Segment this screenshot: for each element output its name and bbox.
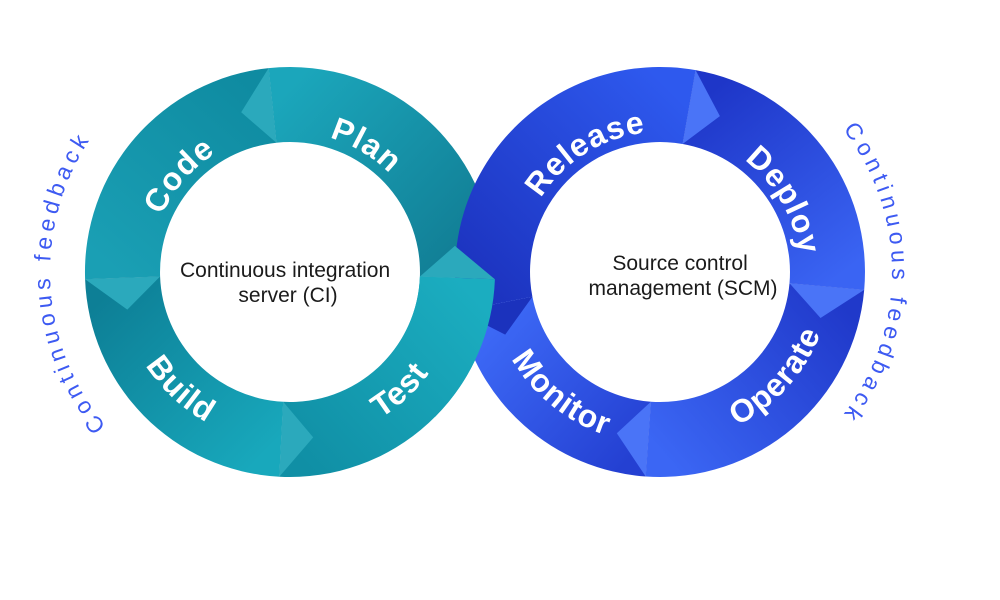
segment-monitor: [458, 296, 651, 477]
right-loop: [455, 66, 865, 477]
segment-build: [85, 276, 284, 477]
segment-plan: [268, 66, 496, 280]
segment-deploy: [682, 70, 865, 290]
segment-operate: [645, 283, 865, 477]
chevron-arrow-test-plan-icon: [419, 245, 495, 280]
chevron-arrow-code-build-icon: [85, 276, 161, 310]
segment-code: [84, 68, 277, 280]
chevron-arrow-plan-code-icon: [241, 68, 277, 143]
chevron-arrow-release-deploy-icon: [682, 70, 720, 144]
center-captions: Continuous integration server (CI) Sourc…: [180, 252, 778, 307]
chevron-arrow-build-test-icon: [279, 401, 314, 477]
segment-release: [455, 66, 696, 312]
scm-center-caption: Source control management (SCM): [588, 252, 777, 300]
chevron-arrow-operate-monitor-icon: [616, 401, 651, 477]
crossing-weave: [381, 245, 495, 417]
segment-test-overlap: [381, 276, 495, 417]
chevron-arrow-deploy-operate-icon: [789, 283, 865, 318]
ci-center-caption: Continuous integration server (CI): [180, 259, 396, 307]
release-crossing-tip-icon: [458, 296, 533, 335]
left-loop: [84, 66, 496, 477]
